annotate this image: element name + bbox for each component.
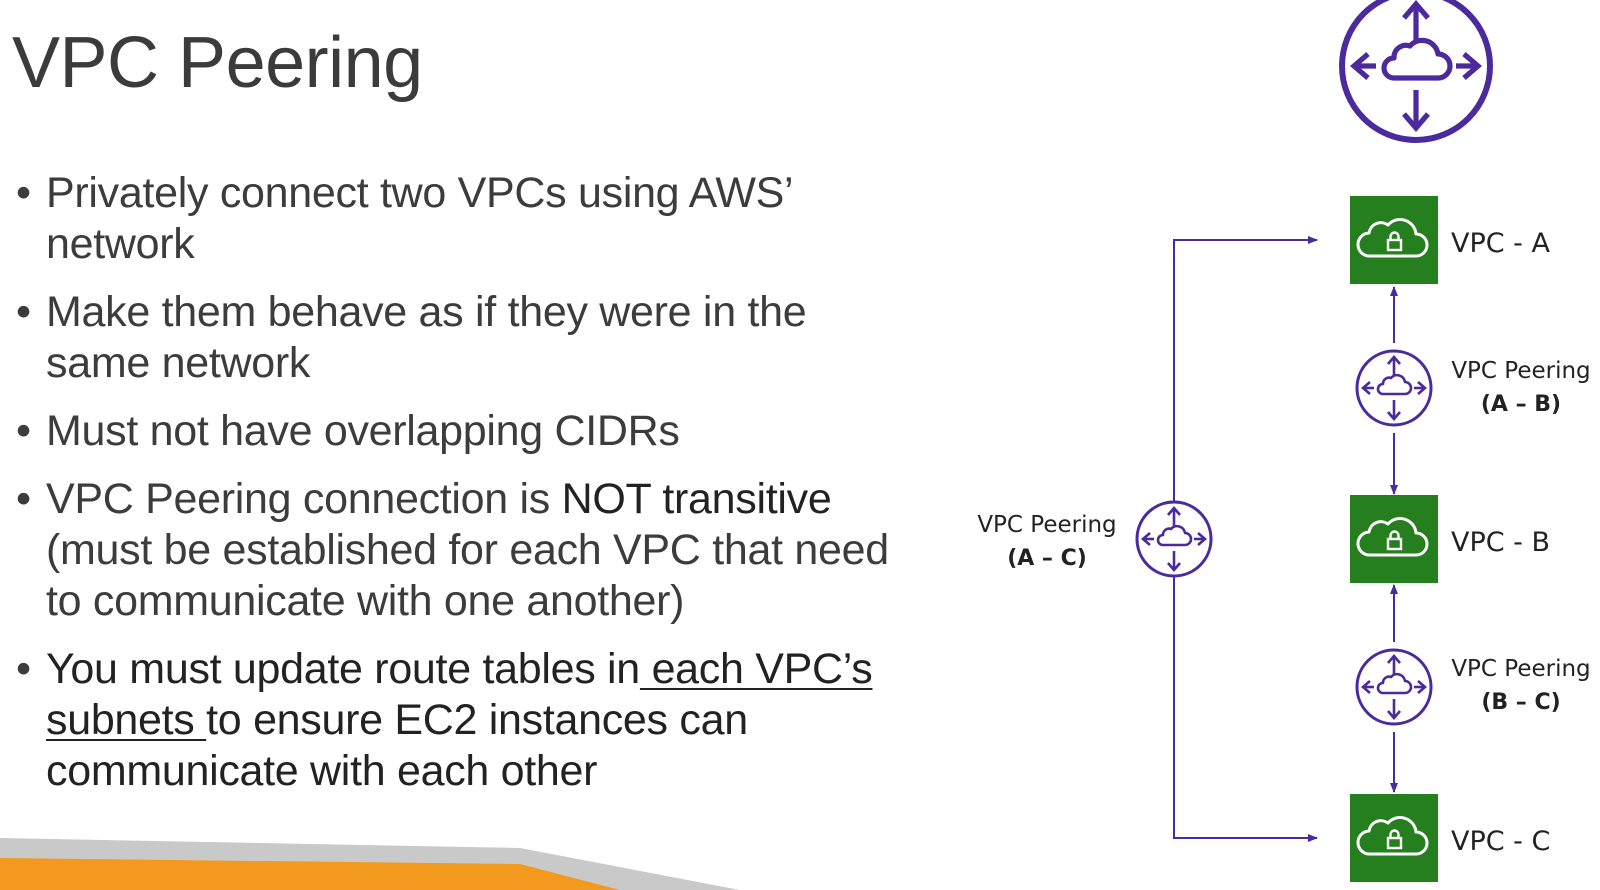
peering-b-c: VPC Peering (B – C) (1355, 648, 1591, 726)
bullet-text: Must not have overlapping CIDRs (46, 407, 680, 455)
peering-a-c-name: VPC Peering (977, 512, 1116, 538)
peering-b-c-name: VPC Peering (1451, 656, 1590, 682)
vpc-b-label: VPC - B (1451, 527, 1550, 558)
bullet-text: VPC Peering connection is (46, 475, 562, 523)
slide-title: VPC Peering (12, 23, 423, 103)
peering-b-c-pair: (B – C) (1481, 690, 1560, 715)
peering-connection-icon (1135, 500, 1213, 578)
bullet-item: Make them behave as if they were in the … (16, 287, 896, 389)
vpc-b: VPC - B (1348, 493, 1550, 585)
underlined-text: each VPC’s (639, 645, 873, 693)
vpc-c: VPC - C (1348, 792, 1550, 884)
vpc-c-label: VPC - C (1451, 826, 1550, 857)
vpc-a: VPC - A (1348, 194, 1551, 286)
vpc-cloud-lock-icon (1348, 493, 1440, 585)
peering-a-c-pair: (A – C) (1007, 546, 1087, 571)
underlined-text: subnets (46, 696, 207, 744)
vpc-cloud-lock-icon (1348, 792, 1440, 884)
peering-a-c: VPC Peering (A – C) (977, 500, 1213, 578)
bullet-text: Privately connect two VPCs using AWS’ ne… (46, 169, 792, 268)
vpc-a-label: VPC - A (1451, 228, 1551, 259)
bullet-text: (must be established for each VPC that n… (46, 526, 889, 625)
emphasis-text: NOT transitive (561, 475, 832, 523)
bullet-item: VPC Peering connection is NOT transitive… (16, 474, 896, 627)
bullet-item: You must update route tables in each VPC… (16, 644, 896, 797)
peering-a-b-pair: (A – B) (1481, 392, 1561, 417)
peering-connection-icon (1355, 648, 1433, 726)
vpc-peering-icon (1342, 0, 1490, 140)
bullet-text: to ensure EC2 instances can communicate … (46, 696, 748, 795)
peering-a-b-name: VPC Peering (1451, 358, 1590, 384)
bullet-text: Make them behave as if they were in the … (46, 288, 807, 387)
bullet-list: Privately connect two VPCs using AWS’ ne… (16, 168, 896, 814)
peering-a-b: VPC Peering (A – B) (1355, 349, 1591, 427)
bullet-item: Must not have overlapping CIDRs (16, 406, 896, 457)
peering-connection-icon (1355, 349, 1433, 427)
bullet-text: You must update route tables in (46, 645, 640, 693)
bullet-item: Privately connect two VPCs using AWS’ ne… (16, 168, 896, 270)
vpc-cloud-lock-icon (1348, 194, 1440, 286)
